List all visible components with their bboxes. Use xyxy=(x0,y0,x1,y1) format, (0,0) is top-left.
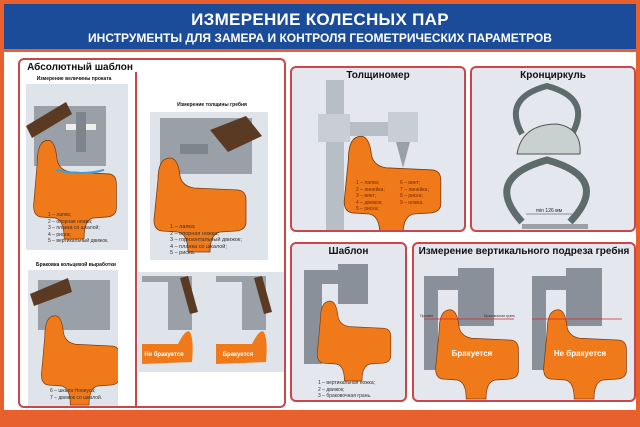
caliper-panel: Кронциркуль min 126 мм xyxy=(470,66,636,232)
thickness-gauge-panel: Толщиномер 1 – лапка; 2 – линейка; 3 – в… xyxy=(290,66,466,232)
poster-subtitle: ИНСТРУМЕНТЫ ДЛЯ ЗАМЕРА И КОНТРОЛЯ ГЕОМЕТ… xyxy=(88,31,552,45)
ring-legend: 6 – шкала Нониуса; 7 – движок со шкалой. xyxy=(50,388,103,401)
thickness-gauge-title: Толщиномер xyxy=(346,70,410,81)
verdict-reject: Бракуется xyxy=(223,352,254,358)
vertical-undercut-panel: Измерение вертикального подреза гребня Б… xyxy=(412,242,636,402)
template-legend: 1 – вертикальная ножка; 2 – движок; 3 – … xyxy=(318,380,376,399)
thickness-legend-left: 1 – лапка; 2 – линейка; 3 – винт; 4 – дв… xyxy=(356,180,385,212)
poster-body: Абсолютный шаблон Измерение величины про… xyxy=(4,52,636,410)
vertical-undercut-title: Измерение вертикального подреза гребня xyxy=(418,246,630,257)
absolute-template-title: Абсолютный шаблон xyxy=(27,62,133,73)
contact-label: Просвет xyxy=(420,314,434,318)
poster-title: ИЗМЕРЕНИЕ КОЛЕСНЫХ ПАР xyxy=(191,10,449,29)
poster-header: ИЗМЕРЕНИЕ КОЛЕСНЫХ ПАР ИНСТРУМЕНТЫ ДЛЯ З… xyxy=(4,4,636,49)
rolling-title: Измерение величины проката xyxy=(36,76,112,82)
thickness-legend-right: 6 – винт; 7 – линейка; 8 – риска; 9 – но… xyxy=(400,180,429,206)
flange-title: Измерение толщины гребня xyxy=(177,102,247,108)
poster-footer xyxy=(0,412,640,427)
flange-legend: 1 – лапка; 2 – опорная ножка; 3 – горизо… xyxy=(170,224,242,256)
undercut-ok: Не бракуется xyxy=(554,349,607,358)
caliper-title: Кронциркуль xyxy=(520,70,586,81)
template-panel: Шаблон 1 – вертикальная ножка; 2 – движо… xyxy=(290,242,407,402)
ring-illustration: 6 – шкала Нониуса; 7 – движок со шкалой. xyxy=(28,270,118,406)
ring-title: Браковка кольцевой выработки xyxy=(36,262,116,268)
verdict-ok: Не бракуется xyxy=(144,351,184,358)
rolling-legend: 1 – лапка; 2 – опорная ножка; 3 – планка… xyxy=(48,212,109,244)
absolute-template-panel: Абсолютный шаблон Измерение величины про… xyxy=(18,58,286,408)
flange-illustration: 1 – лапка; 2 – опорная ножка; 3 – горизо… xyxy=(150,112,268,260)
template-title: Шаблон xyxy=(328,246,369,257)
edge-label: Браковочная грань xyxy=(484,314,515,318)
caliper-dimension: min 126 мм xyxy=(536,208,563,214)
undercut-reject: Бракуется xyxy=(452,349,493,358)
divider xyxy=(135,72,137,406)
rolling-illustration: 1 – лапка; 2 – опорная ножка; 3 – планка… xyxy=(26,84,128,250)
flange-verdicts: Не бракуется Бракуется xyxy=(138,272,284,372)
